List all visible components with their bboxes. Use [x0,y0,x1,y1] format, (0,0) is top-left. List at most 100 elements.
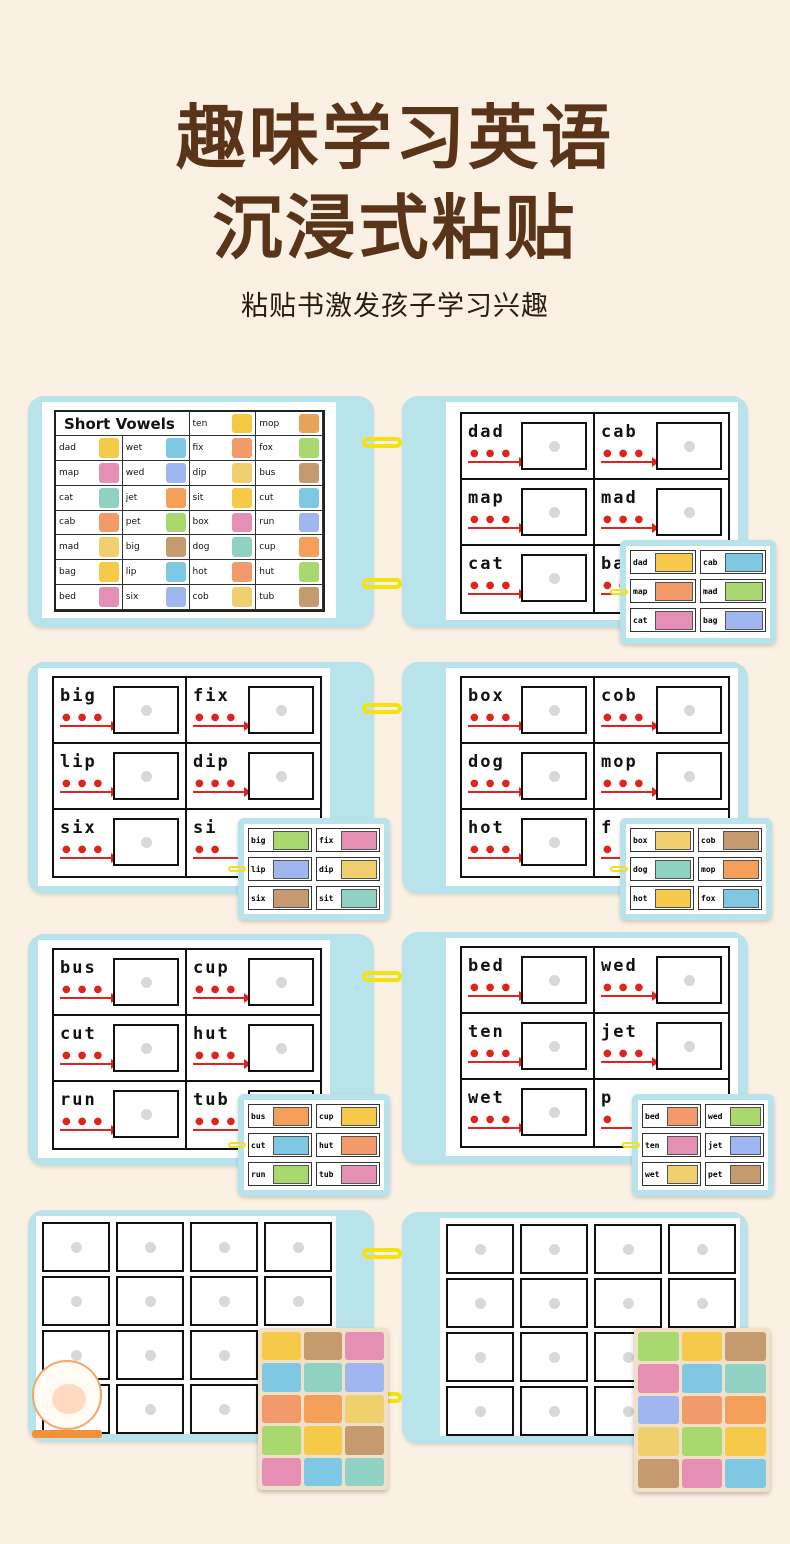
sticker-slot[interactable] [113,752,179,800]
picture-sticker[interactable] [303,1457,343,1486]
sticker-slot[interactable] [656,752,722,800]
sticker-slot[interactable] [520,1224,588,1274]
mini-cell: run [248,1162,312,1186]
sticker-slot[interactable] [113,1090,179,1138]
ten-picture-icon [232,414,253,433]
sticker-slot[interactable] [446,1224,514,1274]
sticker-slot[interactable] [656,956,722,1004]
picture-sticker[interactable] [681,1363,723,1393]
word-label: dad [468,422,505,442]
sticker-slot[interactable] [190,1222,258,1272]
picture-sticker[interactable] [681,1459,723,1488]
sticker-slot[interactable] [116,1384,184,1434]
sticker-slot[interactable] [594,1278,662,1328]
picture-sticker[interactable] [725,1363,766,1393]
picture-sticker[interactable] [681,1395,723,1425]
sticker-slot[interactable] [116,1330,184,1380]
sticker-slot[interactable] [116,1222,184,1272]
sticker-slot[interactable] [668,1278,736,1328]
picture-sticker[interactable] [638,1332,679,1361]
picture-sticker[interactable] [638,1427,679,1457]
sticker-slot[interactable] [594,1224,662,1274]
picture-sticker[interactable] [638,1459,679,1488]
picture-sticker[interactable] [345,1394,384,1424]
picture-sticker[interactable] [638,1395,679,1425]
guide-dots: ●●● [195,1050,243,1061]
picture-sticker[interactable] [725,1427,766,1457]
sticker-slot[interactable] [264,1222,332,1272]
picture-sticker[interactable] [681,1427,723,1457]
slot-dot-icon [219,1404,230,1415]
sticker-slot[interactable] [446,1386,514,1436]
picture-sticker[interactable] [262,1394,301,1424]
sticker-slot[interactable] [520,1332,588,1382]
dad-sticker-icon [655,552,693,572]
picture-sticker[interactable] [345,1426,384,1455]
sticker-slot[interactable] [668,1224,736,1274]
picture-sticker[interactable] [262,1426,301,1455]
sticker-slot[interactable] [521,818,587,866]
sticker-slot[interactable] [190,1276,258,1326]
sticker-slot[interactable] [521,422,587,470]
sticker-slot[interactable] [521,1088,587,1136]
vowel-chart-title: Short Vowels [56,412,190,436]
word-label: hot [468,818,505,838]
sticker-slot[interactable] [521,686,587,734]
cat-sticker-icon [655,610,693,630]
picture-sticker[interactable] [725,1395,766,1425]
sticker-slot[interactable] [656,488,722,536]
sticker-slot[interactable] [113,686,179,734]
picture-sticker[interactable] [303,1332,343,1361]
mini-cell: dog [630,857,694,881]
sticker-slot[interactable] [520,1278,588,1328]
sticker-slot[interactable] [446,1278,514,1328]
sticker-slot[interactable] [521,956,587,1004]
vowel-word: mad [59,542,79,553]
picture-sticker[interactable] [725,1459,766,1488]
picture-sticker[interactable] [345,1332,384,1361]
slot-dot-icon [549,705,560,716]
sticker-slot[interactable] [113,818,179,866]
guide-arrow-icon [468,457,526,467]
sticker-slot[interactable] [113,958,179,1006]
sticker-slot[interactable] [521,554,587,602]
picture-sticker[interactable] [262,1363,301,1392]
sticker-slot[interactable] [248,752,314,800]
sticker-slot[interactable] [656,1022,722,1070]
bed-picture-icon [98,587,119,607]
mascot-band [32,1430,102,1438]
sticker-slot[interactable] [521,1022,587,1070]
picture-sticker[interactable] [262,1457,301,1486]
picture-sticker[interactable] [303,1363,343,1392]
sticker-slot[interactable] [520,1386,588,1436]
vowel-chart-header: ten [189,412,257,436]
sticker-slot[interactable] [116,1276,184,1326]
vowel-word: dad [59,442,76,453]
hot-sticker-icon [655,888,691,908]
picture-sticker[interactable] [303,1426,343,1455]
picture-sticker[interactable] [725,1332,766,1361]
sticker-slot[interactable] [248,958,314,1006]
sticker-slot[interactable] [248,1024,314,1072]
sticker-slot[interactable] [446,1332,514,1382]
picture-sticker[interactable] [303,1394,343,1424]
sticker-slot[interactable] [113,1024,179,1072]
sticker-slot[interactable] [42,1222,110,1272]
sticker-slot[interactable] [264,1276,332,1326]
picture-sticker[interactable] [345,1363,384,1392]
picture-sticker[interactable] [681,1332,723,1361]
sticker-slot[interactable] [656,686,722,734]
sticker-slot[interactable] [42,1276,110,1326]
picture-sticker[interactable] [262,1332,301,1361]
vowel-word: jet [125,492,138,503]
vowel-word: wed [125,467,145,478]
sticker-slot[interactable] [190,1384,258,1434]
sticker-slot[interactable] [248,686,314,734]
guide-arrow-icon [193,993,251,1003]
picture-sticker[interactable] [345,1457,384,1486]
sticker-slot[interactable] [656,422,722,470]
sticker-slot[interactable] [521,752,587,800]
picture-sticker[interactable] [638,1363,679,1393]
sticker-slot[interactable] [190,1330,258,1380]
sticker-slot[interactable] [521,488,587,536]
